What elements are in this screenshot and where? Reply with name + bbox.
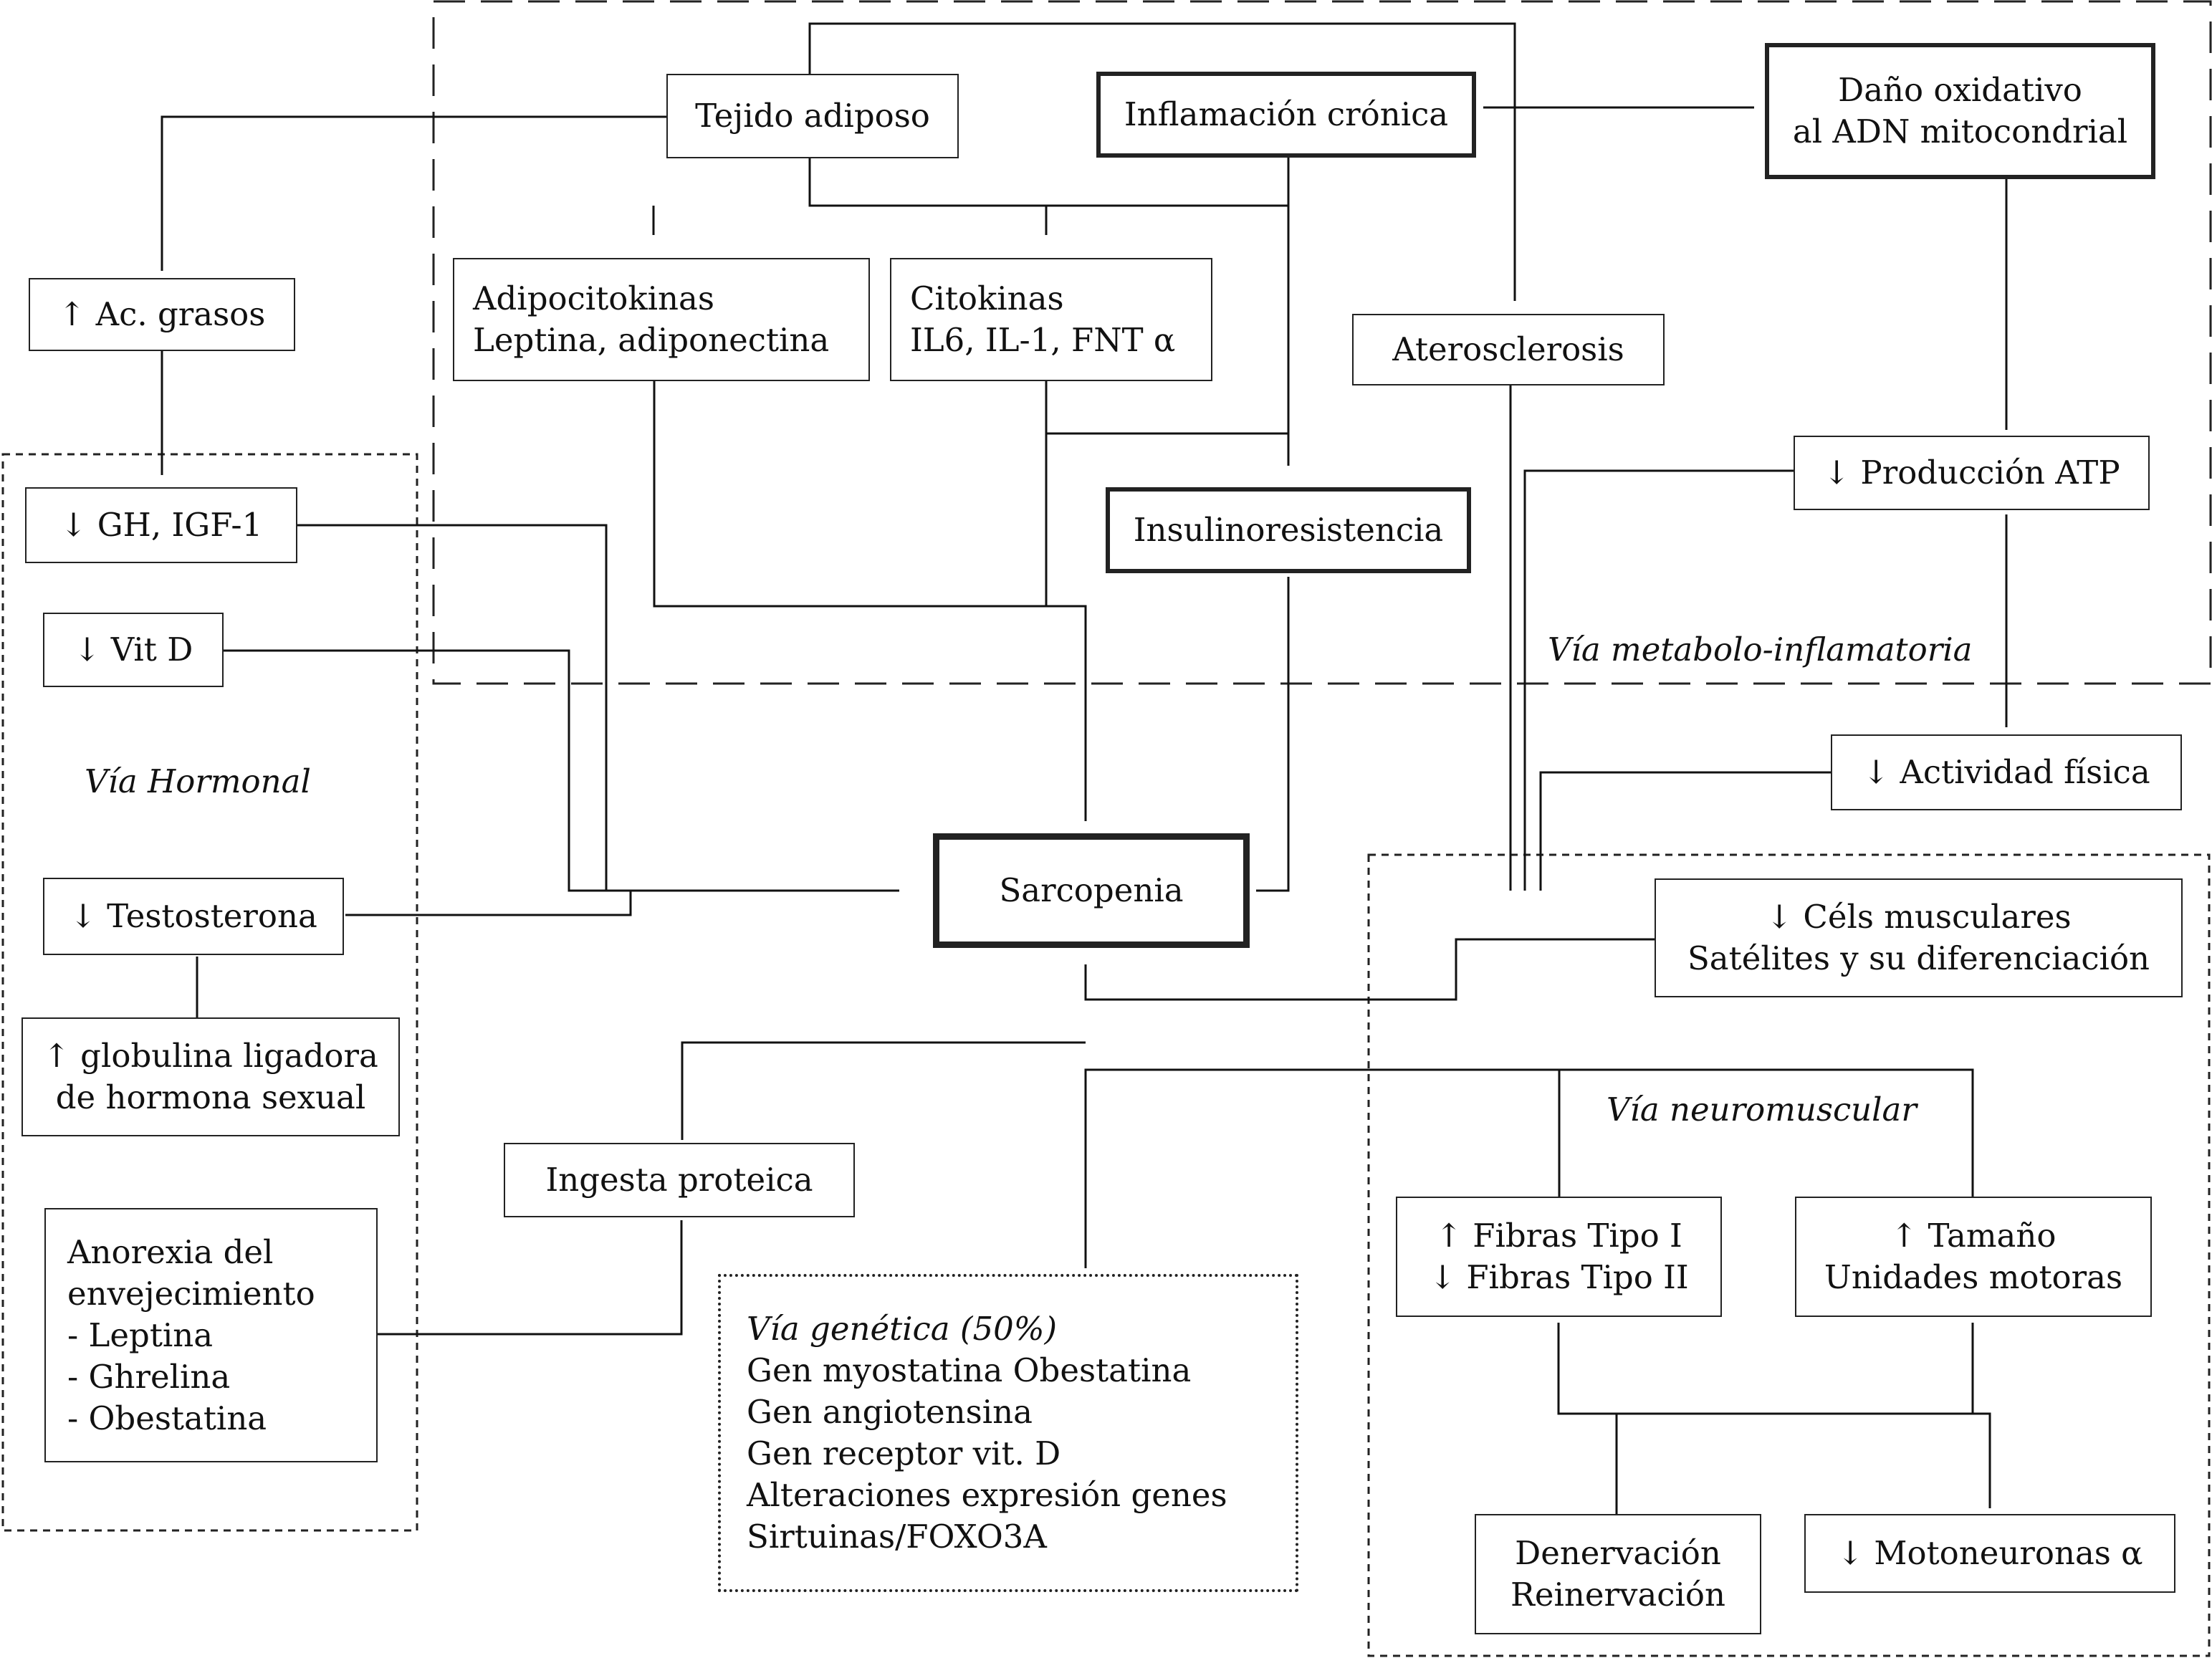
node-adipocitokinas: Adipocitokinas Leptina, adiponectina <box>453 258 870 381</box>
label-via-metabolo-inflamatoria: Vía metabolo-inflamatoria <box>1548 631 1973 669</box>
node-vit-d-label: ↓ Vit D <box>73 631 193 669</box>
node-denervacion-line-2: Reinervación <box>1510 1576 1725 1614</box>
node-aterosclerosis-label: Aterosclerosis <box>1392 330 1624 368</box>
node-citokinas-line-2: IL6, IL-1, FNT α <box>910 321 1176 359</box>
node-sarcopenia-label: Sarcopenia <box>999 871 1184 909</box>
node-globulina: ↑ globulina ligadora de hormona sexual <box>21 1017 400 1136</box>
node-gh-igf1: ↓ GH, IGF-1 <box>25 487 297 563</box>
node-fibras-line-2: ↓ Fibras Tipo II <box>1429 1258 1689 1296</box>
node-ingesta-proteica: Ingesta proteica <box>504 1143 855 1217</box>
node-via-genetica-line-4: Alteraciones expresión genes <box>747 1476 1227 1514</box>
node-aterosclerosis: Aterosclerosis <box>1352 314 1665 385</box>
node-globulina-line-1: ↑ globulina ligadora <box>43 1037 378 1075</box>
node-insulinoresistencia-label: Insulinoresistencia <box>1133 511 1444 549</box>
node-cels-musculares-line-2: Satélites y su diferenciación <box>1687 939 2150 977</box>
node-cels-musculares-line-1: ↓ Céls musculares <box>1766 898 2072 936</box>
node-globulina-line-2: de hormona sexual <box>55 1078 366 1116</box>
node-dano-oxidativo-line-2: al ADN mitocondrial <box>1792 112 2128 150</box>
node-tamano-unidades-line-2: Unidades motoras <box>1824 1258 2123 1296</box>
node-citokinas: Citokinas IL6, IL-1, FNT α <box>890 258 1212 381</box>
node-motoneuronas: ↓ Motoneuronas α <box>1804 1514 2175 1593</box>
node-dano-oxidativo-line-1: Daño oxidativo <box>1838 71 2082 109</box>
node-tamano-unidades: ↑ Tamaño Unidades motoras <box>1795 1197 2152 1317</box>
node-tejido-adiposo-label: Tejido adiposo <box>695 97 930 135</box>
node-anorexia-line-2: envejecimiento <box>67 1274 315 1313</box>
node-anorexia: Anorexia del envejecimiento - Leptina - … <box>44 1208 378 1462</box>
node-citokinas-line-1: Citokinas <box>910 279 1064 317</box>
node-fibras-line-1: ↑ Fibras Tipo I <box>1435 1217 1682 1255</box>
node-cels-musculares: ↓ Céls musculares Satélites y su diferen… <box>1655 878 2183 997</box>
node-ac-grasos-label: ↑ Ac. grasos <box>58 295 266 333</box>
node-actividad-fisica-label: ↓ Actividad física <box>1862 753 2150 791</box>
label-via-hormonal: Vía Hormonal <box>85 762 311 800</box>
node-ingesta-proteica-label: Ingesta proteica <box>545 1161 813 1199</box>
connector-lines <box>161 22 2008 1514</box>
node-actividad-fisica: ↓ Actividad física <box>1831 734 2182 810</box>
node-vit-d: ↓ Vit D <box>43 613 224 687</box>
node-sarcopenia: Sarcopenia <box>933 833 1250 948</box>
node-via-genetica-title: Vía genética (50%) <box>747 1310 1058 1348</box>
node-via-genetica-line-2: Gen angiotensina <box>747 1393 1033 1431</box>
node-anorexia-line-3: - Leptina <box>67 1316 214 1354</box>
node-insulinoresistencia: Insulinoresistencia <box>1106 487 1471 573</box>
node-dano-oxidativo: Daño oxidativo al ADN mitocondrial <box>1765 43 2155 179</box>
node-produccion-atp-label: ↓ Producción ATP <box>1823 454 2120 492</box>
node-ac-grasos: ↑ Ac. grasos <box>29 278 295 351</box>
node-adipocitokinas-line-1: Adipocitokinas <box>473 279 714 317</box>
node-anorexia-line-5: - Obestatina <box>67 1399 267 1437</box>
node-via-genetica: Vía genética (50%) Gen myostatina Obesta… <box>718 1274 1298 1592</box>
node-testosterona: ↓ Testosterona <box>43 878 344 955</box>
node-fibras: ↑ Fibras Tipo I ↓ Fibras Tipo II <box>1396 1197 1722 1317</box>
node-denervacion-line-1: Denervación <box>1515 1534 1721 1572</box>
node-anorexia-line-4: - Ghrelina <box>67 1357 231 1396</box>
node-via-genetica-line-5: Sirtuinas/FOXO3A <box>747 1518 1047 1556</box>
node-tamano-unidades-line-1: ↑ Tamaño <box>1890 1217 2057 1255</box>
node-denervacion: Denervación Reinervación <box>1475 1514 1761 1634</box>
node-inflamacion-cronica: Inflamación crónica <box>1096 72 1476 158</box>
region-hormonal-border <box>1 453 418 1532</box>
label-via-neuromuscular: Vía neuromuscular <box>1607 1091 1917 1129</box>
node-via-genetica-line-3: Gen receptor vit. D <box>747 1434 1061 1472</box>
node-inflamacion-cronica-label: Inflamación crónica <box>1124 95 1449 133</box>
node-adipocitokinas-line-2: Leptina, adiponectina <box>473 321 830 359</box>
node-produccion-atp: ↓ Producción ATP <box>1794 436 2150 510</box>
node-testosterona-label: ↓ Testosterona <box>70 897 317 935</box>
node-tejido-adiposo: Tejido adiposo <box>666 74 959 158</box>
node-anorexia-line-1: Anorexia del <box>67 1232 274 1271</box>
node-motoneuronas-label: ↓ Motoneuronas α <box>1837 1534 2143 1572</box>
region-neuromuscular-border <box>1367 853 2211 1657</box>
node-via-genetica-line-1: Gen myostatina Obestatina <box>747 1351 1192 1389</box>
node-gh-igf1-label: ↓ GH, IGF-1 <box>59 506 263 544</box>
